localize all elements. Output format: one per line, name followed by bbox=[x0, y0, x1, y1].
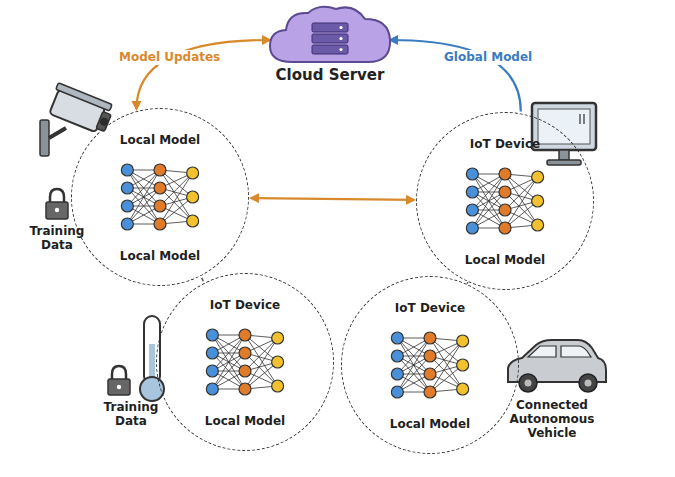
network-neuron bbox=[154, 200, 166, 212]
network-link bbox=[127, 170, 160, 224]
network-neuron bbox=[239, 365, 251, 377]
connector bbox=[202, 278, 204, 281]
server-unit bbox=[312, 34, 348, 43]
network-link bbox=[212, 335, 245, 389]
network-neuron bbox=[154, 164, 166, 176]
network-neuron bbox=[121, 182, 133, 194]
server-light bbox=[339, 26, 342, 29]
network-neuron bbox=[466, 168, 478, 180]
neural-network bbox=[382, 329, 478, 401]
network-neuron bbox=[206, 329, 218, 341]
network-neuron bbox=[466, 222, 478, 234]
network-neuron bbox=[272, 332, 284, 344]
network-neuron bbox=[457, 383, 469, 395]
network-neuron bbox=[391, 386, 403, 398]
lock-icon bbox=[46, 189, 68, 219]
network-neuron bbox=[187, 167, 199, 179]
node-label: Local Model bbox=[390, 417, 470, 431]
server-unit bbox=[312, 23, 348, 32]
node-title: Cloud Server bbox=[276, 66, 385, 84]
network-link bbox=[397, 338, 430, 392]
device-circle: IoT DeviceLocal Model bbox=[156, 273, 334, 451]
neural-network bbox=[197, 326, 293, 398]
network-neuron bbox=[272, 356, 284, 368]
server-light bbox=[339, 37, 342, 40]
network-neuron bbox=[499, 222, 511, 234]
neural-network bbox=[457, 165, 553, 237]
node-label: Local Model bbox=[465, 253, 545, 267]
network-neuron bbox=[206, 347, 218, 359]
network-neuron bbox=[272, 380, 284, 392]
connector bbox=[251, 198, 414, 200]
network-link bbox=[127, 170, 160, 224]
network-link bbox=[212, 335, 245, 389]
network-neuron bbox=[532, 171, 544, 183]
network-neuron bbox=[391, 332, 403, 344]
neural-network bbox=[112, 161, 208, 233]
network-neuron bbox=[121, 164, 133, 176]
edge-label: Global Model bbox=[441, 50, 535, 65]
node-label: IoT Device bbox=[470, 137, 540, 151]
network-neuron bbox=[239, 383, 251, 395]
node-label: IoT Device bbox=[395, 301, 465, 315]
node-label: Local Model bbox=[120, 133, 200, 147]
device-circle: Local ModelLocal Model bbox=[71, 108, 249, 286]
monitor-icon bbox=[532, 103, 596, 165]
network-neuron bbox=[154, 182, 166, 194]
network-neuron bbox=[121, 200, 133, 212]
device-circle: IoT DeviceLocal Model bbox=[341, 276, 519, 454]
edge-label: Model Updates bbox=[116, 50, 223, 65]
network-neuron bbox=[424, 386, 436, 398]
lock-icon bbox=[108, 366, 130, 395]
node-label: Local Model bbox=[205, 414, 285, 428]
network-neuron bbox=[239, 347, 251, 359]
server-light bbox=[339, 48, 342, 51]
annotation-label: Training Data bbox=[22, 224, 92, 252]
network-neuron bbox=[391, 350, 403, 362]
cloud-shape bbox=[270, 7, 390, 62]
network-link bbox=[397, 338, 430, 392]
network-neuron bbox=[391, 368, 403, 380]
network-neuron bbox=[499, 204, 511, 216]
annotation-label: Training Data bbox=[96, 400, 166, 428]
car-icon bbox=[508, 340, 606, 392]
device-circle: IoT DeviceLocal Model bbox=[416, 112, 594, 290]
network-neuron bbox=[499, 168, 511, 180]
network-neuron bbox=[457, 335, 469, 347]
network-neuron bbox=[466, 186, 478, 198]
network-neuron bbox=[424, 368, 436, 380]
network-neuron bbox=[121, 218, 133, 230]
network-neuron bbox=[532, 195, 544, 207]
server-unit bbox=[312, 45, 348, 54]
camera-icon bbox=[40, 83, 115, 156]
network-neuron bbox=[206, 383, 218, 395]
network-neuron bbox=[239, 329, 251, 341]
thermometer-icon bbox=[140, 316, 164, 401]
network-neuron bbox=[424, 350, 436, 362]
node-label: IoT Device bbox=[210, 298, 280, 312]
connector bbox=[466, 282, 468, 284]
network-neuron bbox=[187, 215, 199, 227]
network-neuron bbox=[532, 219, 544, 231]
network-neuron bbox=[424, 332, 436, 344]
node-label: Local Model bbox=[120, 249, 200, 263]
network-neuron bbox=[457, 359, 469, 371]
network-neuron bbox=[499, 186, 511, 198]
annotation-label: Connected Autonomous Vehicle bbox=[505, 398, 599, 440]
network-neuron bbox=[206, 365, 218, 377]
cloud-icon bbox=[262, 4, 398, 66]
network-link bbox=[472, 174, 505, 228]
network-link bbox=[472, 174, 505, 228]
network-neuron bbox=[466, 204, 478, 216]
network-neuron bbox=[154, 218, 166, 230]
network-neuron bbox=[187, 191, 199, 203]
cloud-server: Cloud Server bbox=[262, 4, 398, 90]
